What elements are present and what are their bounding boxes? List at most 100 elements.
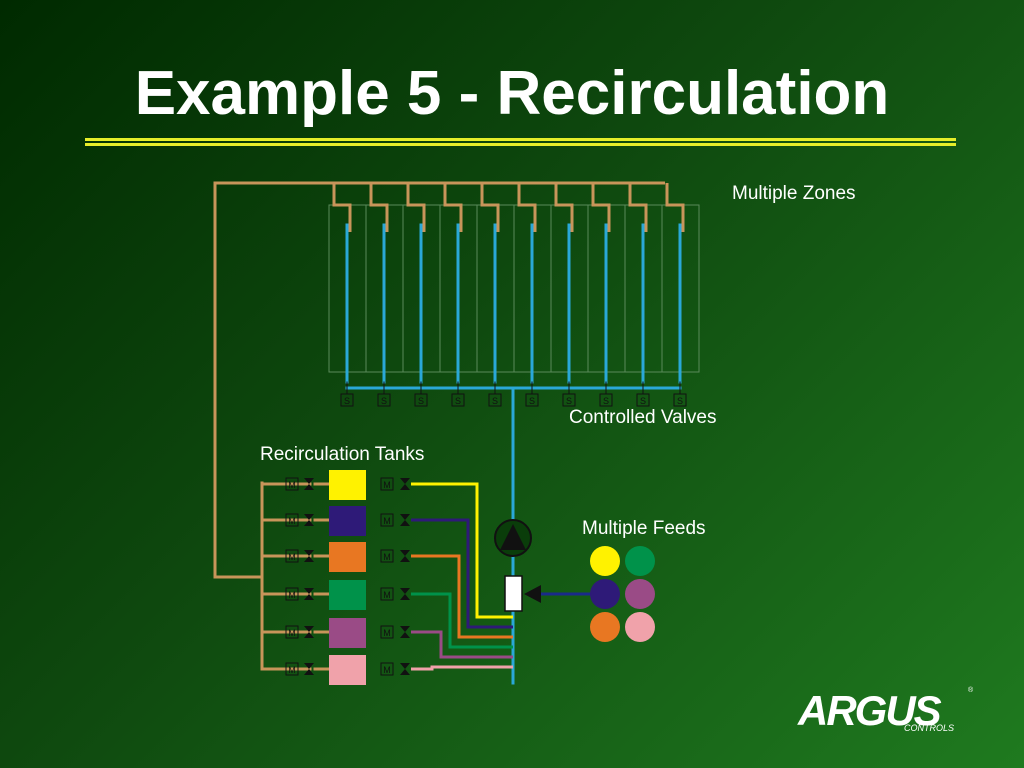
tank-valve-box — [285, 625, 299, 639]
solenoid-box-symbol: S — [566, 396, 572, 406]
tank-valve-box-symbol: M — [288, 552, 296, 562]
tank-outlet-valve — [400, 478, 410, 490]
solenoid-box — [451, 393, 465, 407]
tank-valve-box — [285, 662, 299, 676]
tank-outlet-pipe — [411, 592, 513, 649]
solenoid-box — [525, 393, 539, 407]
zone-return-drop — [406, 183, 426, 232]
label-multiple-zones: Multiple Zones — [732, 183, 856, 204]
tank-valve-box — [380, 662, 394, 676]
zone-return-drop — [665, 183, 685, 232]
slide-title: Example 5 - Recirculation — [134, 59, 890, 128]
tank-outlet-valve — [400, 550, 410, 562]
feed-circle — [590, 579, 620, 609]
solenoid-box — [488, 393, 502, 407]
solenoid-box — [414, 393, 428, 407]
zone-return-drop — [628, 183, 648, 232]
tank-outlet-valve — [400, 514, 410, 526]
tank-valve-box-symbol: M — [383, 590, 391, 600]
argus-logo: ARGUS CONTROLS ® — [798, 685, 978, 747]
logo-wordmark: ARGUS — [798, 687, 942, 734]
tank-return-valve — [304, 478, 314, 490]
tank-valve-box — [285, 513, 299, 527]
tank-outlet-valve — [400, 663, 410, 675]
tank-valve-box-symbol: M — [288, 516, 296, 526]
tank-return-valve — [304, 663, 314, 675]
label-controlled-valves: Controlled Valves — [569, 407, 717, 428]
tank-valve-box-symbol: M — [383, 516, 391, 526]
tank-valve-box — [285, 477, 299, 491]
solenoid-box — [340, 393, 354, 407]
feed-circle — [625, 546, 655, 576]
recirculation-tank — [329, 506, 366, 536]
tank-valve-box-symbol: M — [383, 480, 391, 490]
tank-outlet-pipe — [411, 665, 513, 671]
zone-return-drop — [443, 183, 463, 232]
tank-outlet-pipe — [411, 554, 513, 639]
feed-circle — [590, 546, 620, 576]
tank-return-valve — [304, 626, 314, 638]
solenoid-box — [673, 393, 687, 407]
tank-valve-box-symbol: M — [383, 628, 391, 638]
zone-return-drop — [480, 183, 500, 232]
tank-return-valve — [304, 588, 314, 600]
tank-valve-box — [285, 587, 299, 601]
title-underline — [85, 138, 956, 141]
tank-valve-box — [380, 625, 394, 639]
solenoid-box-symbol: S — [529, 396, 535, 406]
tank-outlet-pipe — [411, 630, 513, 659]
solenoid-box-symbol: S — [455, 396, 461, 406]
injector-icon — [504, 575, 523, 612]
tank-valve-box-symbol: M — [383, 552, 391, 562]
logo-subtitle: CONTROLS — [904, 723, 955, 733]
feed-circle — [625, 579, 655, 609]
zone-return-drop — [517, 183, 537, 232]
solenoid-box-symbol: S — [344, 396, 350, 406]
tank-return-valve — [304, 514, 314, 526]
solenoid-box-symbol: S — [603, 396, 609, 406]
solenoid-box — [599, 393, 613, 407]
zone-return-drop — [591, 183, 611, 232]
tank-outlet-valve — [400, 588, 410, 600]
tank-valve-box-symbol: M — [288, 480, 296, 490]
tank-return-valve — [304, 550, 314, 562]
recirculation-tank — [329, 618, 366, 648]
label-multiple-feeds: Multiple Feeds — [582, 518, 706, 539]
solenoid-box-symbol: S — [381, 396, 387, 406]
title-underline-second — [85, 143, 956, 146]
tank-valve-box-symbol: M — [288, 628, 296, 638]
injector-arrow — [524, 585, 541, 603]
recirculation-tank — [329, 655, 366, 685]
tank-valve-box — [380, 477, 394, 491]
logo-registered-mark: ® — [968, 687, 974, 694]
solenoid-box-symbol: S — [492, 396, 498, 406]
solenoid-box — [562, 393, 576, 407]
recirculation-tank — [329, 470, 366, 500]
zone-return-drop — [554, 183, 574, 232]
tank-valve-box — [285, 549, 299, 563]
recirculation-tank — [329, 580, 366, 610]
solenoid-box — [377, 393, 391, 407]
zone-return-drop — [369, 183, 389, 232]
solenoid-box-symbol: S — [418, 396, 424, 406]
solenoid-box-symbol: S — [640, 396, 646, 406]
solenoid-box-symbol: S — [677, 396, 683, 406]
tank-valve-box — [380, 587, 394, 601]
tank-outlet-pipe — [411, 518, 513, 629]
label-recirculation-tanks: Recirculation Tanks — [260, 444, 425, 465]
tank-valve-box — [380, 513, 394, 527]
recirc-return-pipe — [213, 181, 665, 579]
feed-circle — [590, 612, 620, 642]
tank-valve-box — [380, 549, 394, 563]
tank-outlet-pipe — [411, 482, 513, 619]
zone-return-drop — [332, 183, 352, 232]
pump-arrow — [500, 524, 526, 550]
tank-valve-box-symbol: M — [288, 665, 296, 675]
tank-valve-box-symbol: M — [383, 665, 391, 675]
tank-outlet-valve — [400, 626, 410, 638]
solenoid-box — [636, 393, 650, 407]
recirculation-tank — [329, 542, 366, 572]
feed-circle — [625, 612, 655, 642]
tank-valve-box-symbol: M — [288, 590, 296, 600]
